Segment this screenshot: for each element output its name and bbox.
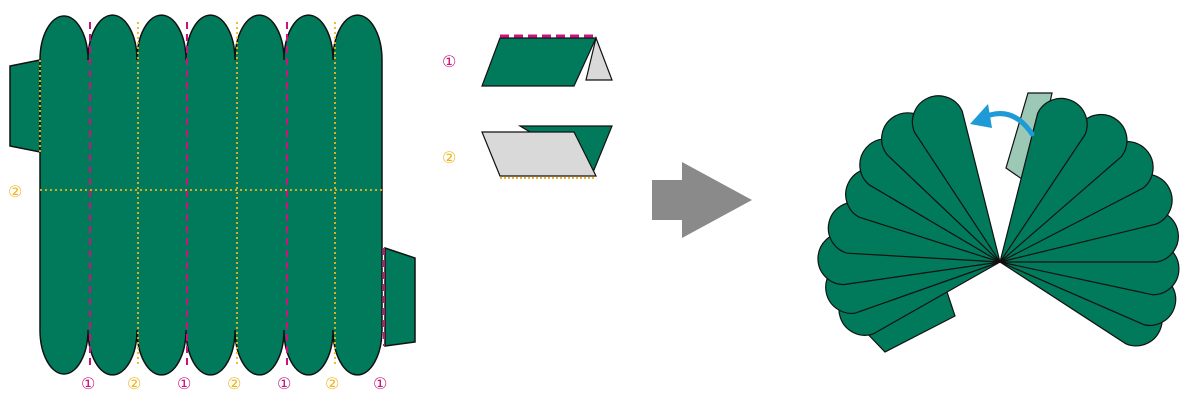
legend-mountain-fold: ①: [442, 34, 613, 87]
column-label: ②: [227, 374, 241, 393]
curved-blue-arrow-head: [970, 104, 992, 128]
left-glue-tab: [9, 59, 41, 153]
column-label: ①: [373, 374, 387, 393]
column-label: ①: [177, 374, 191, 393]
valley-fold-example: [481, 131, 597, 177]
finished-fan: [817, 92, 1180, 353]
right-glue-tab: [384, 246, 416, 347]
template-body: [39, 14, 383, 376]
fan-petal: [911, 95, 1001, 263]
fan-template: ② ① ② ① ② ① ② ①: [8, 14, 416, 393]
legend-marker-1: ①: [442, 52, 456, 71]
fan-petal: [999, 97, 1088, 263]
mountain-fold-example: [481, 37, 597, 87]
legend-marker-2: ②: [442, 148, 456, 167]
gray-right-arrow-icon: [652, 162, 752, 238]
legend-valley-fold: ②: [442, 125, 613, 179]
column-label: ②: [127, 374, 141, 393]
fold-legend: ① ②: [442, 34, 613, 179]
fan-petal: [999, 113, 1128, 263]
fan-petals: [817, 95, 1180, 347]
valley-fold-lines: [39, 22, 382, 365]
mountain-fold-lines: [89, 22, 385, 365]
column-label: ①: [81, 374, 95, 393]
column-label: ②: [325, 374, 339, 393]
horizontal-fold-label: ②: [8, 182, 22, 201]
column-labels: ① ② ① ② ① ② ①: [81, 374, 387, 393]
column-label: ①: [277, 374, 291, 393]
folded-back-flap: [585, 35, 613, 81]
